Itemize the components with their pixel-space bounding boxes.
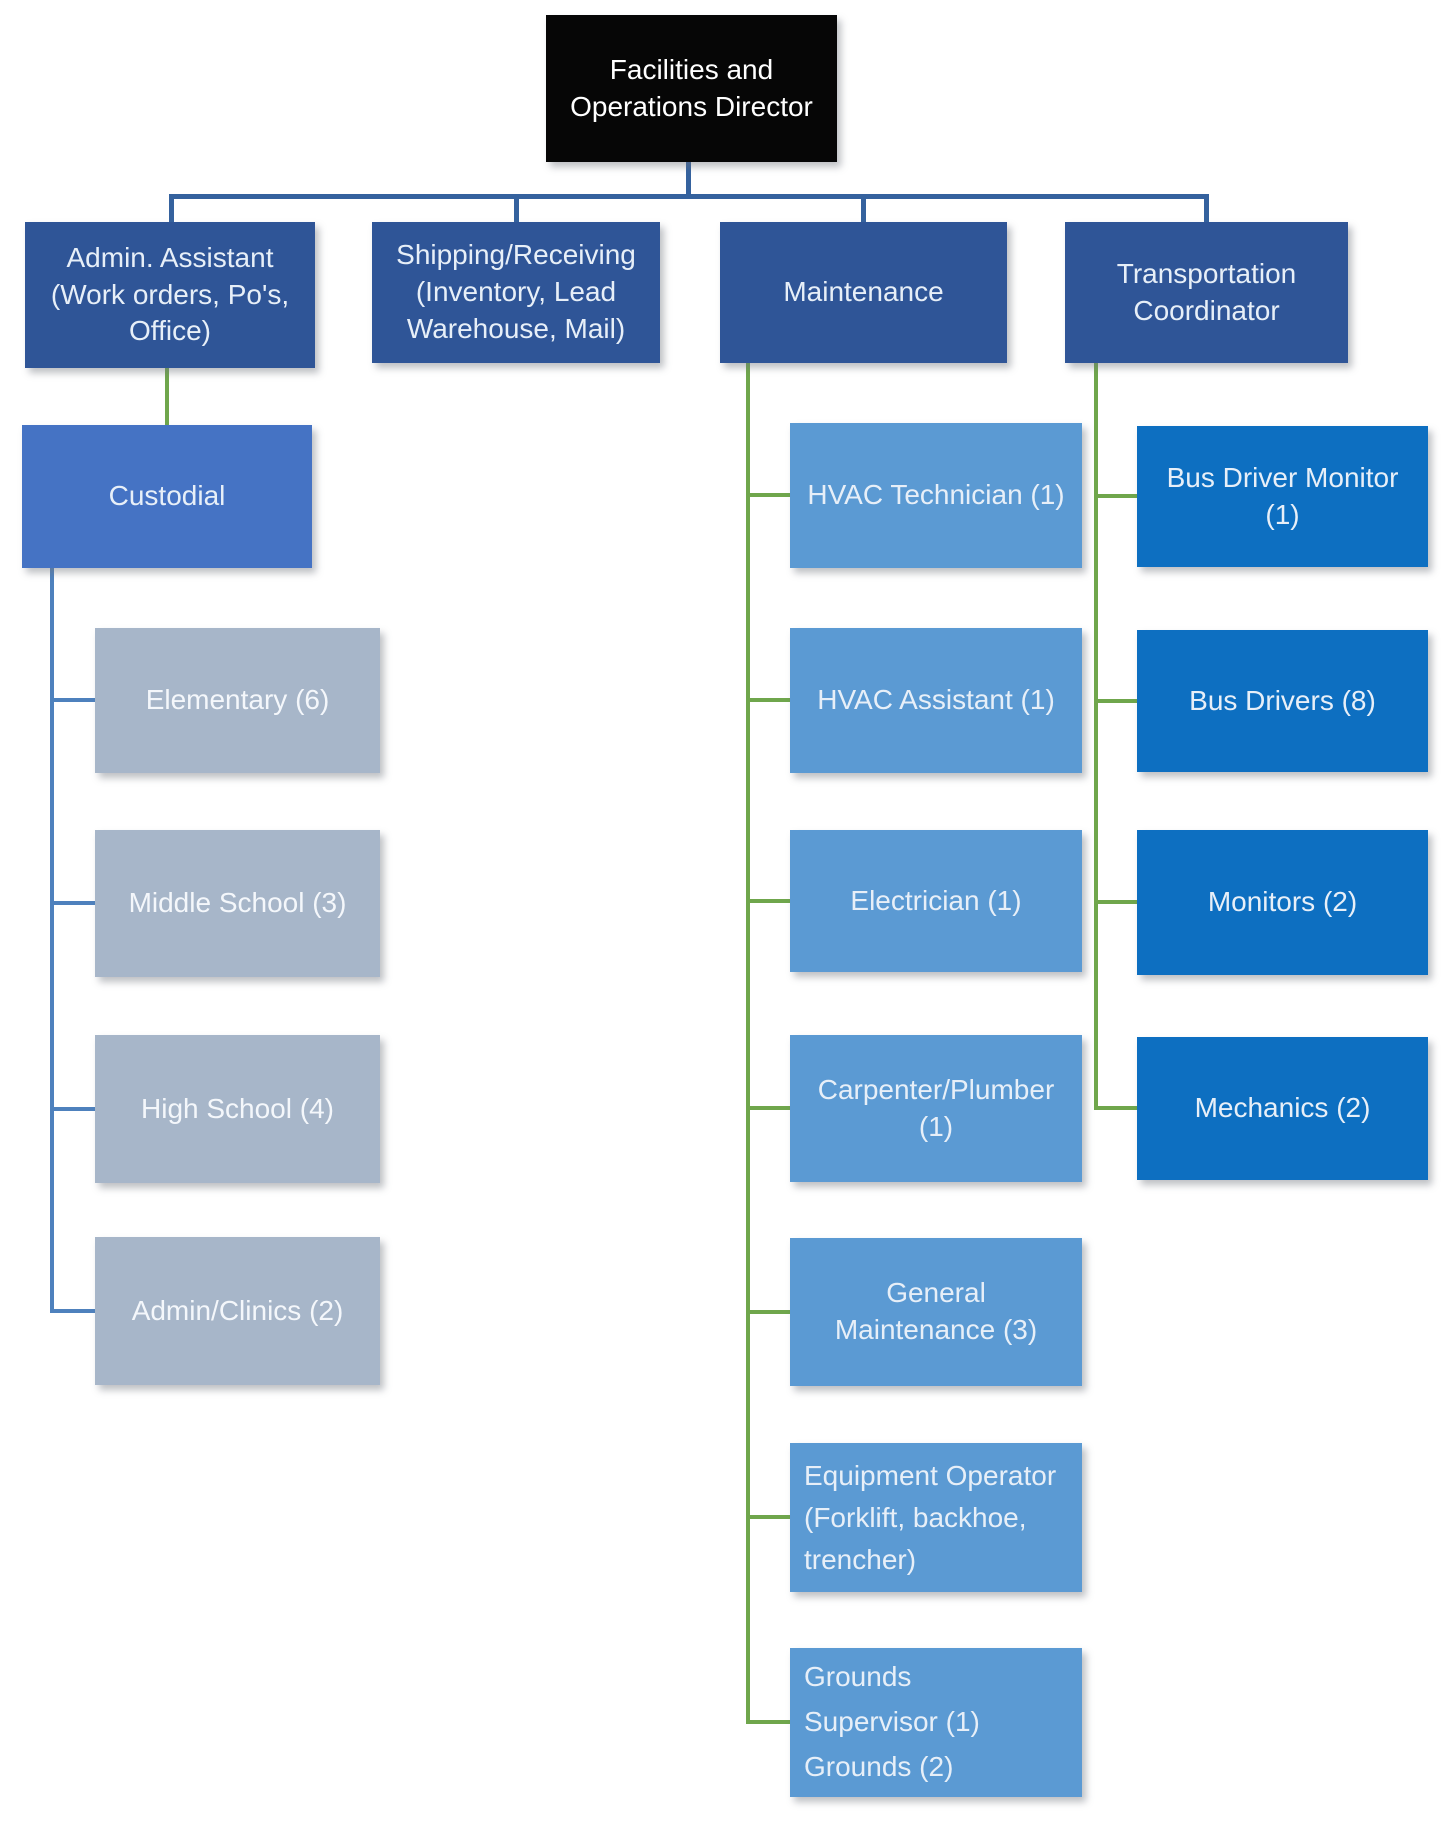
node-hvac-technician-label: HVAC Technician (1): [807, 479, 1065, 511]
node-bus-drivers: Bus Drivers (8): [1137, 630, 1428, 772]
connector-general-maintenance-elbow: [746, 1310, 792, 1314]
node-bus-driver-monitor-label: Bus Driver Monitor (1): [1166, 461, 1399, 530]
connector-equipment-elbow: [746, 1515, 792, 1519]
connector-hvac-technician-elbow: [746, 493, 792, 497]
connector-high-school-elbow: [50, 1107, 97, 1111]
node-admin-clinics: Admin/Clinics (2): [95, 1237, 380, 1385]
node-transportation-coordinator-label: Transportation Coordinator: [1116, 257, 1297, 326]
connector-carpenter-elbow: [746, 1106, 792, 1110]
node-equipment-operator: Equipment Operator (Forklift, backhoe, t…: [790, 1443, 1082, 1592]
node-admin-clinics-label: Admin/Clinics (2): [131, 1294, 344, 1326]
node-bus-drivers-label: Bus Drivers (8): [1189, 684, 1376, 716]
node-general-maintenance: General Maintenance (3): [790, 1238, 1082, 1386]
connector-electrician-elbow: [746, 899, 792, 903]
node-general-maintenance-label: General Maintenance (3): [834, 1277, 1038, 1345]
connector-bus-drivers-elbow: [1094, 699, 1139, 703]
node-carpenter-plumber: Carpenter/Plumber (1): [790, 1035, 1082, 1182]
node-transportation-coordinator: Transportation Coordinator: [1065, 222, 1348, 363]
node-hvac-assistant-label: HVAC Assistant (1): [817, 684, 1055, 716]
connector-grounds-elbow: [746, 1720, 792, 1724]
connector-transportation-stub: [1204, 196, 1209, 223]
node-middle-school-label: Middle School (3): [128, 887, 347, 919]
connector-custodial-spine: [50, 568, 54, 1313]
node-hvac-technician: HVAC Technician (1): [790, 423, 1082, 568]
node-middle-school: Middle School (3): [95, 830, 380, 977]
connector-director-stub: [686, 162, 691, 196]
node-elementary: Elementary (6): [95, 628, 380, 773]
connector-middle-school-elbow: [50, 901, 97, 905]
node-grounds: Grounds Supervisor (1) Grounds (2): [790, 1648, 1082, 1797]
connector-monitors-elbow: [1094, 900, 1139, 904]
node-elementary-label: Elementary (6): [145, 684, 330, 716]
node-maintenance: Maintenance: [720, 222, 1007, 363]
node-admin-assistant: Admin. Assistant (Work orders, Po's, Off…: [25, 222, 315, 368]
node-monitors-label: Monitors (2): [1207, 886, 1358, 918]
node-electrician: Electrician (1): [790, 830, 1082, 972]
connector-hvac-assistant-elbow: [746, 698, 792, 702]
connector-elementary-elbow: [50, 698, 97, 702]
node-bus-driver-monitor: Bus Driver Monitor (1): [1137, 426, 1428, 567]
node-monitors: Monitors (2): [1137, 830, 1428, 975]
node-custodial-label: Custodial: [108, 480, 226, 512]
node-mechanics-label: Mechanics (2): [1194, 1092, 1371, 1124]
node-shipping-receiving: Shipping/Receiving (Inventory, Lead Ware…: [372, 222, 660, 363]
connector-mechanics-elbow: [1094, 1106, 1139, 1110]
node-facilities-operations-director-label: Facilities and Operations Director: [570, 53, 813, 122]
connector-transportation-spine: [1094, 363, 1098, 1110]
connector-maintenance-spine: [746, 363, 750, 1724]
node-high-school-label: High School (4): [141, 1092, 334, 1124]
node-maintenance-label: Maintenance: [783, 276, 944, 308]
node-carpenter-plumber-label: Carpenter/Plumber (1): [817, 1073, 1055, 1142]
connector-admin-custodial: [165, 368, 169, 425]
node-admin-assistant-label: Admin. Assistant (Work orders, Po's, Off…: [50, 241, 290, 347]
connector-bus-driver-monitor-elbow: [1094, 494, 1139, 498]
node-facilities-operations-director: Facilities and Operations Director: [546, 15, 837, 162]
node-grounds-label: Grounds Supervisor (1) Grounds (2): [804, 1661, 980, 1782]
connector-admin-clinics-elbow: [50, 1309, 97, 1313]
node-mechanics: Mechanics (2): [1137, 1037, 1428, 1180]
node-high-school: High School (4): [95, 1035, 380, 1183]
node-shipping-receiving-label: Shipping/Receiving (Inventory, Lead Ware…: [396, 239, 636, 344]
node-equipment-operator-label: Equipment Operator (Forklift, backhoe, t…: [804, 1459, 1057, 1575]
node-hvac-assistant: HVAC Assistant (1): [790, 628, 1082, 773]
node-electrician-label: Electrician (1): [850, 884, 1022, 916]
connector-shipping-stub: [514, 196, 519, 223]
connector-admin-stub: [169, 196, 174, 223]
connector-maintenance-stub: [861, 196, 866, 223]
node-custodial: Custodial: [22, 425, 312, 568]
connector-level2-hline: [169, 194, 1209, 199]
